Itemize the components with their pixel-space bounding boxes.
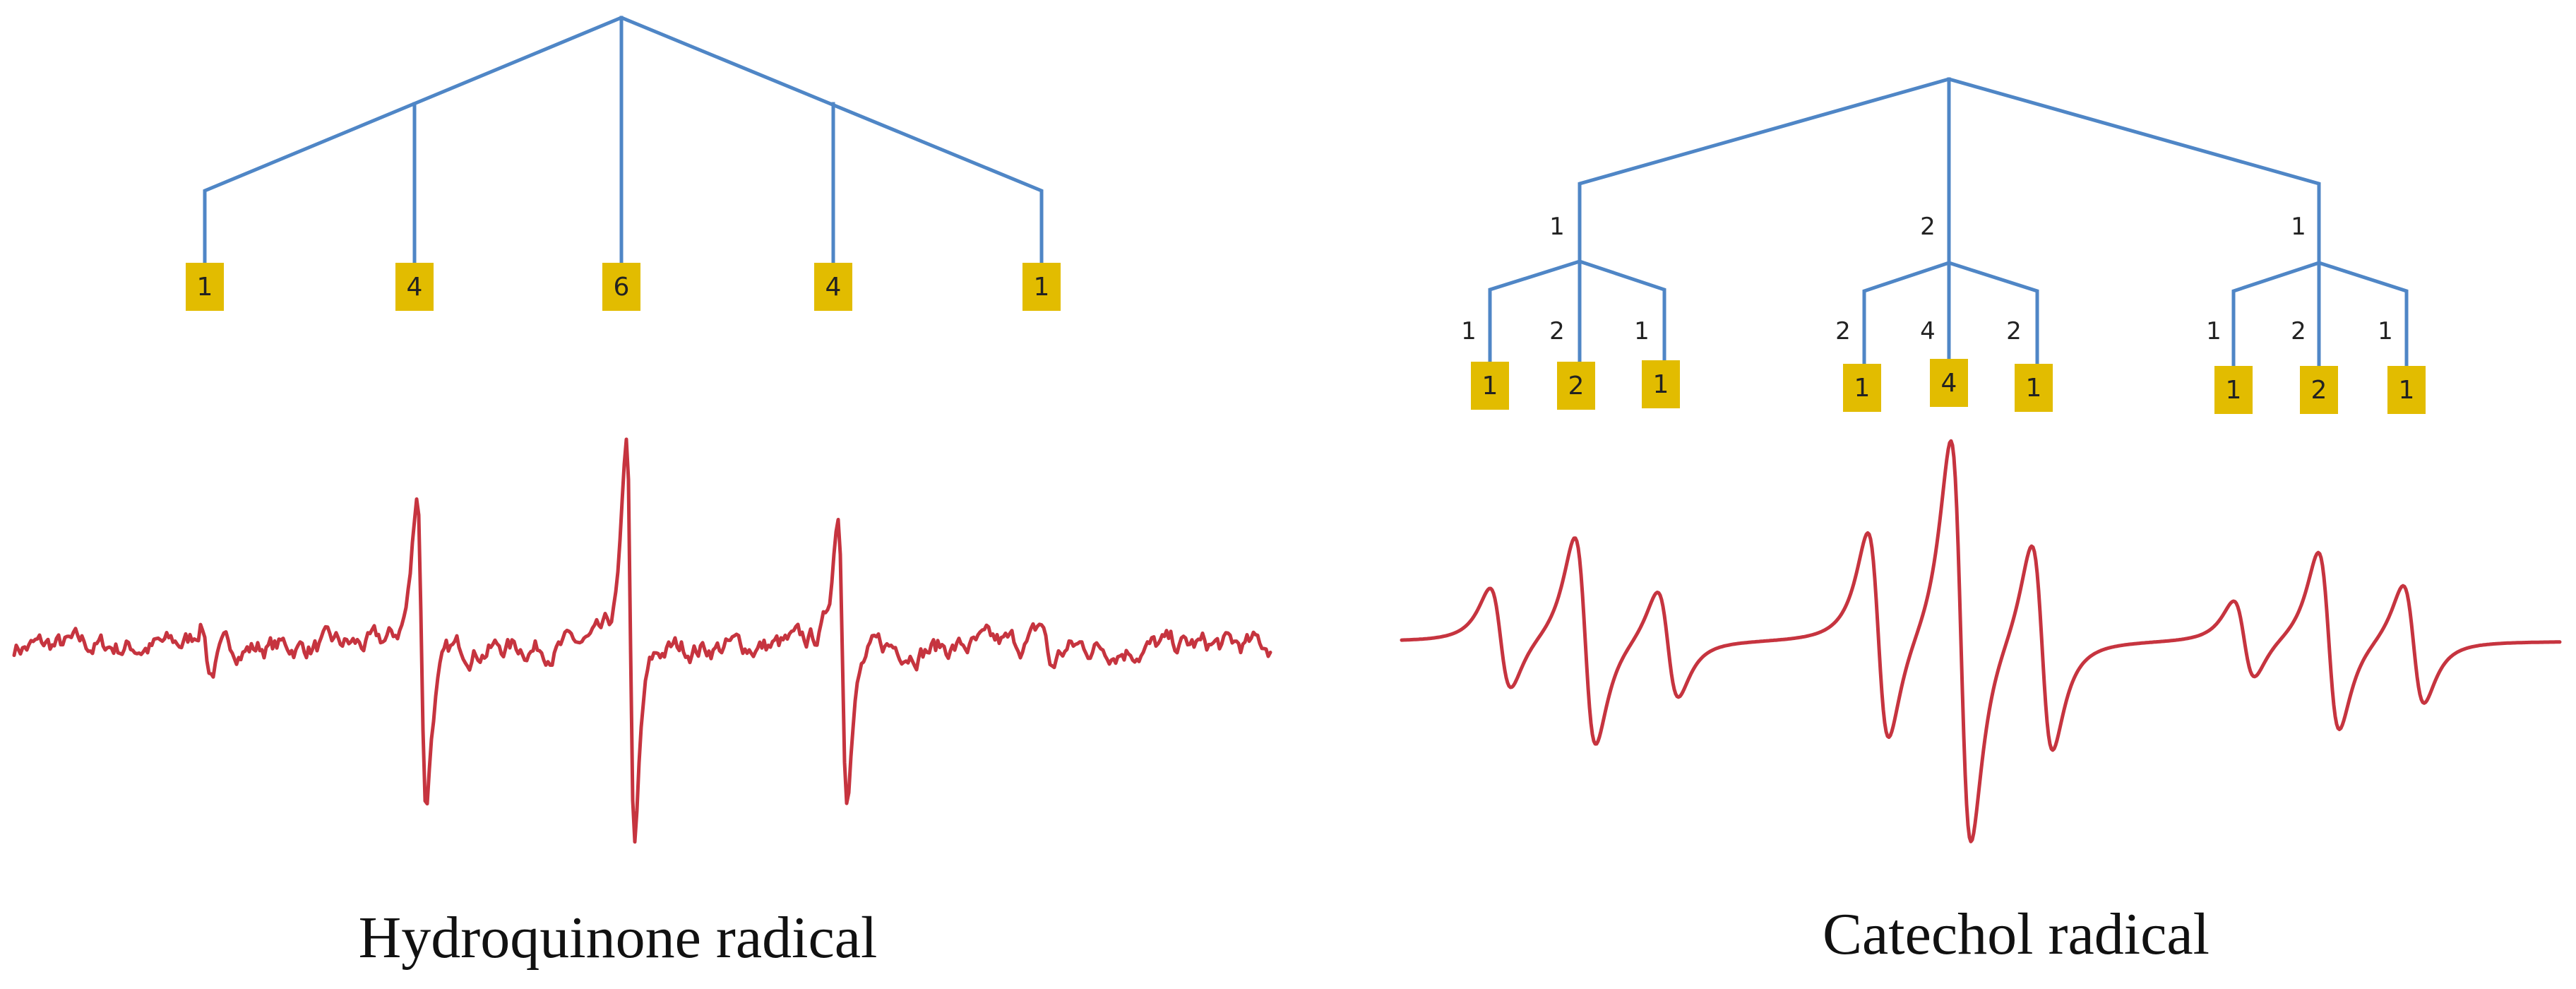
peak-intensity: 4 <box>1941 369 1957 398</box>
cat-group-3-label: 1 <box>2291 213 2306 241</box>
peak-box <box>2300 366 2338 414</box>
peak-intensity: 4 <box>825 273 842 302</box>
cat-g2-sublabel-3: 2 <box>2006 317 2022 345</box>
cat-g2-sublabel-2: 4 <box>1920 317 1936 345</box>
cat-g1-sublabel-3: 1 <box>1634 317 1650 345</box>
peak-intensity: 1 <box>197 273 213 302</box>
cat-g3-sublabel-3: 1 <box>2378 317 2393 345</box>
peak-intensity: 1 <box>2026 374 2042 403</box>
hq-peak-2: 4 <box>395 263 434 311</box>
catechol-panel: 1 2 1 1 2 1 2 4 2 1 2 1 1 2 <box>1400 77 2562 967</box>
peak-box <box>1642 360 1680 408</box>
hq-peak-4: 4 <box>814 263 852 311</box>
peak-box <box>1471 362 1509 410</box>
cat-g3-sublabel-2: 2 <box>2291 317 2306 345</box>
cat-g1-sublabel-2: 2 <box>1549 317 1565 345</box>
cat-g3-peak-3: 1 <box>2387 366 2426 414</box>
peak-intensity: 1 <box>1854 374 1871 403</box>
cat-g2-peak-3: 1 <box>2015 364 2053 412</box>
peak-box <box>1843 364 1881 412</box>
hq-peak-5: 1 <box>1022 263 1061 311</box>
cat-g3-peak-1: 1 <box>2214 366 2253 414</box>
peak-box <box>2214 366 2253 414</box>
catechol-epr-spectrum <box>1400 439 2562 843</box>
peak-box <box>1022 263 1061 311</box>
peak-box <box>1930 359 1968 407</box>
cat-g3-sublabel-1: 1 <box>2206 317 2222 345</box>
peak-intensity: 1 <box>2399 376 2415 405</box>
hydroquinone-caption: Hydroquinone radical <box>359 905 878 971</box>
peak-box <box>186 263 224 311</box>
peak-intensity: 1 <box>1034 273 1050 302</box>
peak-intensity: 2 <box>1568 372 1585 401</box>
cat-g3-peak-2: 2 <box>2300 366 2338 414</box>
peak-intensity: 4 <box>407 273 423 302</box>
cat-g1-sublabel-1: 1 <box>1461 317 1477 345</box>
cat-g1-peak-2: 2 <box>1557 362 1595 410</box>
peak-intensity: 6 <box>614 273 630 302</box>
cat-g1-peak-3: 1 <box>1642 360 1680 408</box>
peak-intensity: 1 <box>1653 370 1669 399</box>
peak-box <box>1557 362 1595 410</box>
peak-intensity: 1 <box>2226 376 2242 405</box>
peak-intensity: 2 <box>2311 376 2327 405</box>
hq-peak-1: 1 <box>186 263 224 311</box>
cat-g2-peak-2: 4 <box>1930 359 1968 407</box>
hydroquinone-splitting-tree: 1 4 6 4 1 <box>186 16 1061 311</box>
peak-box <box>2387 366 2426 414</box>
peak-intensity: 1 <box>1482 372 1498 401</box>
cat-g2-sublabel-1: 2 <box>1835 317 1851 345</box>
peak-box <box>602 263 640 311</box>
catechol-caption: Catechol radical <box>1823 901 2210 967</box>
hydroquinone-panel: 1 4 6 4 1 Hydroquinone radical <box>12 16 1272 971</box>
cat-group-2-label: 2 <box>1920 213 1936 241</box>
cat-g2-peak-1: 1 <box>1843 364 1881 412</box>
cat-g1-peak-1: 1 <box>1471 362 1509 410</box>
peak-box <box>2015 364 2053 412</box>
hydroquinone-epr-spectrum <box>12 437 1272 844</box>
cat-group-1-label: 1 <box>1549 213 1565 241</box>
catechol-splitting-tree: 1 2 1 1 2 1 2 4 2 1 2 1 1 2 <box>1461 77 2426 414</box>
peak-box <box>814 263 852 311</box>
hq-peak-3: 6 <box>602 263 640 311</box>
peak-box <box>395 263 434 311</box>
